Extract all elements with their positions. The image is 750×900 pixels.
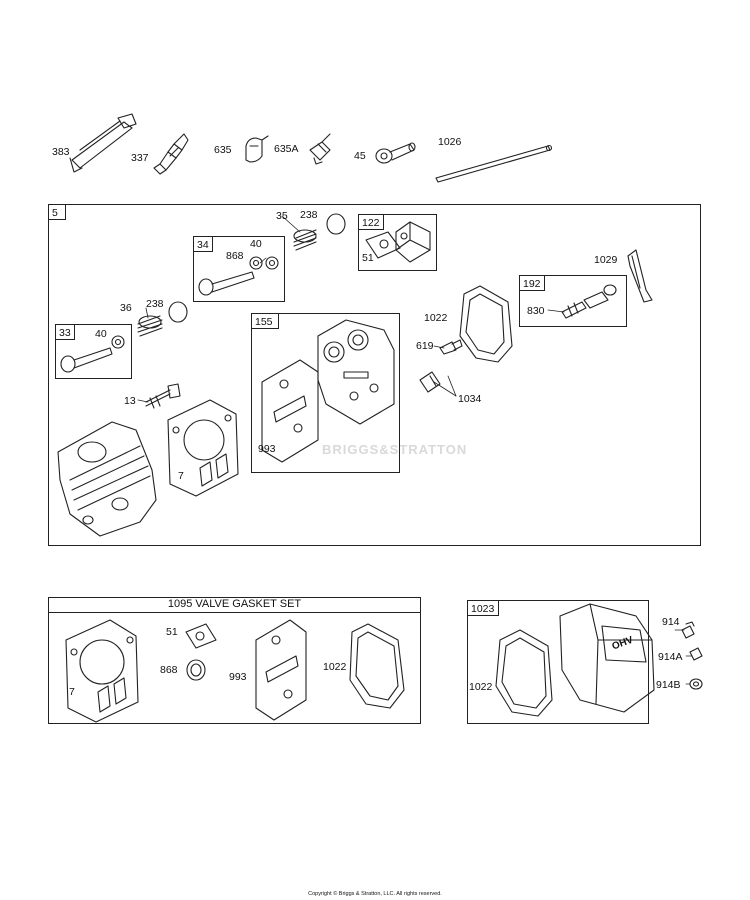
push-rod-icon	[435, 144, 553, 183]
dipstick-tube-icon	[69, 113, 137, 173]
rocker-stud-kit-box	[519, 275, 627, 327]
rocker-block-kit-box	[358, 214, 437, 271]
part-label-914a: 914A	[658, 651, 683, 663]
rocker-cover-base-icon	[317, 319, 395, 425]
rocker-arm-icon	[627, 249, 653, 303]
valve-gasket-set-title: 1095 VALVE GASKET SET	[48, 597, 421, 613]
clip-1034-icon	[419, 371, 441, 393]
leader-lines	[137, 215, 693, 685]
group-tag-122: 122	[358, 214, 384, 230]
part-label-40-top: 40	[250, 238, 262, 250]
head-gasket-7-icon	[167, 399, 239, 497]
set-gasket-993-icon	[255, 619, 307, 721]
head-bolt-icon	[145, 383, 181, 409]
screw-619-icon	[439, 339, 463, 355]
exhaust-valve-icon	[198, 256, 279, 296]
part-label-619: 619	[416, 340, 434, 352]
cylinder-head-group	[48, 204, 701, 546]
part-label-383: 383	[52, 146, 70, 158]
set-seal-868-icon	[186, 659, 206, 681]
set-gasket-51-icon	[185, 623, 217, 649]
intake-spring-retainer-icon	[168, 301, 188, 323]
screw-914a-icon	[689, 647, 703, 661]
set-part-label-51: 51	[166, 626, 178, 638]
intake-valve-kit-box	[55, 324, 132, 379]
group-tag-33: 33	[55, 324, 75, 340]
gasket-kit-155-box	[251, 313, 400, 473]
rocker-cover-gasket-icon	[459, 285, 513, 363]
rocker-stud-block-icon	[365, 221, 431, 263]
rocker-cover-group	[467, 600, 649, 724]
part-label-51: 51	[362, 252, 374, 264]
part-label-238-top: 238	[300, 209, 318, 221]
part-label-914: 914	[662, 616, 680, 628]
spring-retainer-icon	[326, 213, 346, 235]
part-label-13: 13	[124, 395, 136, 407]
set-part-label-7: 7	[69, 686, 75, 698]
spark-plug-icon	[153, 133, 189, 175]
part-label-36: 36	[120, 302, 132, 314]
intake-valve-icon	[60, 335, 125, 373]
set-part-label-868: 868	[160, 664, 178, 676]
valve-guide-icon	[375, 142, 416, 164]
part-label-993: 993	[258, 443, 276, 455]
group-tag-1023: 1023	[467, 600, 499, 616]
intake-valve-spring-icon	[137, 315, 163, 337]
part-label-635a: 635A	[274, 143, 299, 155]
part-label-1029: 1029	[594, 254, 618, 266]
group-tag-34: 34	[193, 236, 213, 252]
part-label-1026: 1026	[438, 136, 462, 148]
rocker-cover-icon	[559, 603, 655, 713]
set-rocker-gasket-icon	[349, 623, 405, 709]
valve-spring-icon	[293, 229, 317, 251]
head-gasket-993-icon	[261, 359, 319, 463]
part-label-1022: 1022	[424, 312, 448, 324]
part-label-7: 7	[178, 470, 184, 482]
set-part-label-1022: 1022	[323, 661, 347, 673]
part-label-830: 830	[527, 305, 545, 317]
spark-plug-boot-icon	[245, 135, 269, 163]
part-label-45: 45	[354, 150, 366, 162]
group-tag-192: 192	[519, 275, 545, 291]
valve-gasket-set-group	[48, 597, 421, 724]
cover-gasket-icon	[495, 629, 553, 717]
rocker-ball-stud-icon	[561, 284, 617, 319]
brand-watermark: BRIGGS&STRATTON	[322, 442, 468, 457]
cover-part-label-1022: 1022	[469, 681, 493, 693]
part-label-35: 35	[276, 210, 288, 222]
part-label-868: 868	[226, 250, 244, 262]
part-label-914b: 914B	[656, 679, 681, 691]
screw-914b-icon	[689, 678, 703, 690]
part-label-337: 337	[131, 152, 149, 164]
group-tag-155: 155	[251, 313, 279, 329]
set-part-label-993: 993	[229, 671, 247, 683]
part-label-40-mid: 40	[95, 328, 107, 340]
exhaust-valve-kit-box	[193, 236, 285, 302]
copyright-footer: Copyright © Briggs & Stratton, LLC. All …	[308, 891, 442, 897]
part-label-635: 635	[214, 144, 232, 156]
screw-914-icon	[681, 621, 695, 639]
part-label-238-mid: 238	[146, 298, 164, 310]
set-head-gasket-icon	[65, 619, 139, 723]
group-tag-5: 5	[48, 204, 66, 220]
spark-plug-boot-alt-icon	[309, 133, 331, 165]
cylinder-head-icon	[57, 421, 157, 537]
part-label-1034: 1034	[458, 393, 482, 405]
